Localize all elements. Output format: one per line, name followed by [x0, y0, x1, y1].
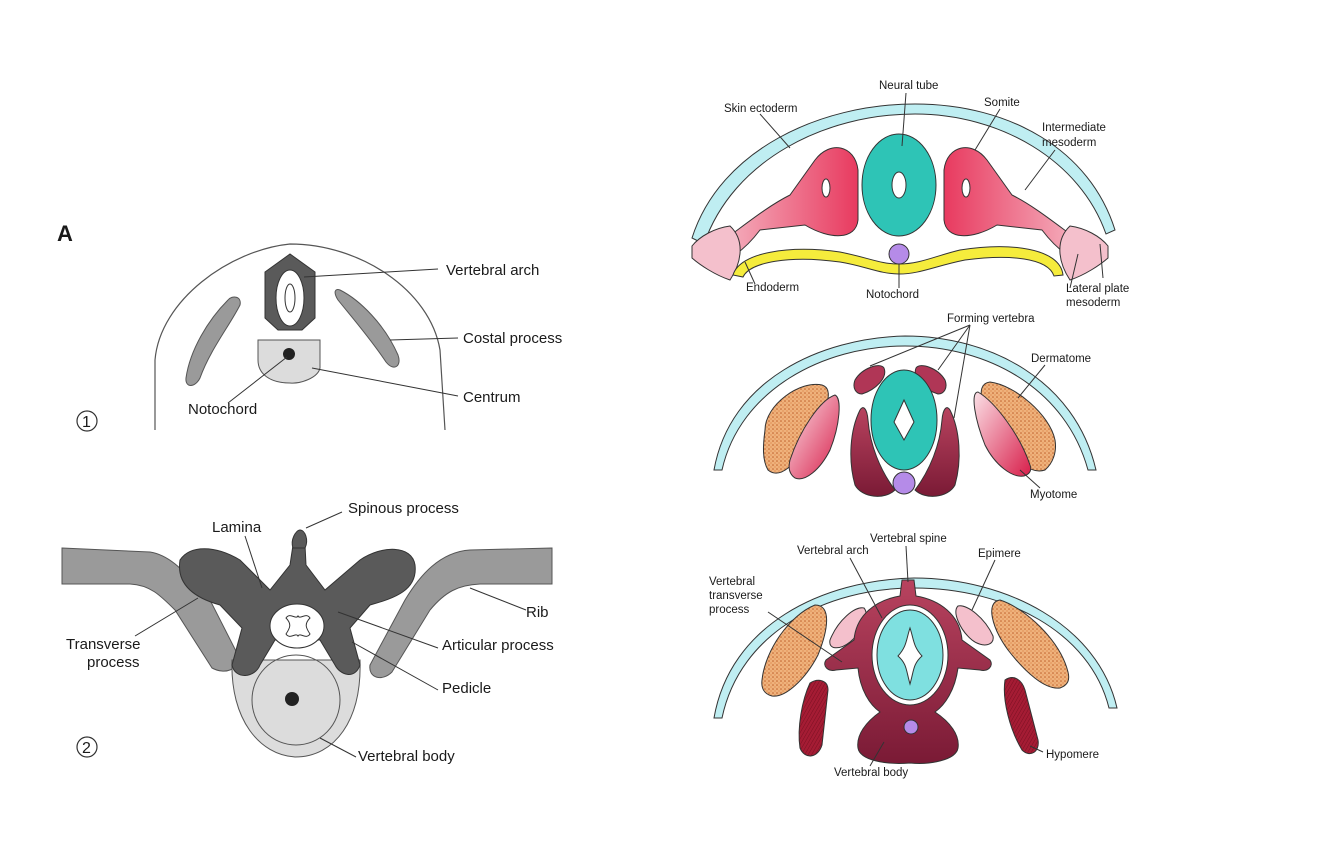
notochord-circle-2 [892, 471, 916, 495]
spinal-cord-glyph [285, 614, 311, 638]
label-lateral-plate-1: Lateral plate [1066, 283, 1129, 295]
forming-vertebra-right [914, 407, 960, 497]
label-costal-process: Costal process [463, 330, 562, 347]
number-circle-2 [76, 736, 98, 758]
skin-ectoderm-band-2 [713, 335, 1097, 471]
dermatome-right-3 [991, 599, 1070, 689]
label-notochord-1: Notochord [866, 289, 919, 301]
lateral-plate-right [1059, 225, 1109, 281]
skin-ectoderm-band-3 [713, 577, 1118, 719]
label-vertebral-arch-3: Vertebral arch [797, 545, 869, 557]
label-vertebral-transverse-process-1: Vertebral [709, 576, 755, 588]
label-neural-tube: Neural tube [879, 80, 938, 92]
diagram-1: Vertebral arch Costal process Centrum No… [76, 243, 562, 432]
label-transverse-process-1: Transverse [66, 636, 140, 653]
central-canal-glyph [897, 626, 923, 686]
label-vertebral-spine: Vertebral spine [870, 533, 947, 545]
endoderm-band [732, 246, 1064, 278]
label-rib: Rib [526, 604, 549, 621]
label-dermatome: Dermatome [1031, 353, 1091, 365]
dermatome-left-3 [761, 604, 828, 697]
label-skin-ectoderm: Skin ectoderm [724, 103, 798, 115]
label-somite: Somite [984, 97, 1020, 109]
label-myotome: Myotome [1030, 489, 1077, 501]
label-pedicle: Pedicle [442, 680, 491, 697]
label-lateral-plate-2: mesoderm [1066, 297, 1120, 309]
myotome-right [973, 391, 1032, 477]
hypomere-left [798, 679, 829, 757]
notochord-dot [283, 348, 295, 360]
label-vertebral-arch: Vertebral arch [446, 262, 539, 279]
label-spinous-process: Spinous process [348, 500, 459, 517]
costal-process-right [334, 289, 400, 368]
label-hypomere: Hypomere [1046, 749, 1099, 761]
costal-process-left [185, 296, 241, 386]
label-vertebral-transverse-process-2: transverse [709, 590, 763, 602]
label-forming-vertebra: Forming vertebra [947, 313, 1035, 325]
label-lamina: Lamina [212, 519, 262, 536]
stage-2: Forming vertebra Dermatome Myotome [713, 313, 1097, 501]
neural-canal [275, 269, 305, 327]
label-notochord: Notochord [188, 401, 257, 418]
notochord-remnant [285, 692, 299, 706]
hypomere-right [1003, 677, 1039, 755]
label-intermediate-mesoderm-2: mesoderm [1042, 137, 1096, 149]
rib-right [369, 547, 553, 679]
epimere-right [955, 605, 994, 646]
notochord-circle-3 [903, 719, 919, 735]
label-centrum: Centrum [463, 389, 521, 406]
somite-left [699, 147, 859, 266]
body-outline [154, 243, 446, 431]
panel-label: A [57, 221, 73, 246]
lateral-plate-left [691, 225, 741, 281]
diagram-1-number: 1 [82, 414, 91, 431]
diagram-2-number: 2 [82, 740, 91, 757]
stage-1: Neural tube Skin ectoderm Somite Interme… [691, 80, 1129, 309]
label-vertebral-body: Vertebral body [358, 748, 455, 765]
notochord-circle-1 [888, 243, 910, 265]
diagram-2: Spinous process Lamina Rib Transverse pr… [61, 500, 554, 765]
label-transverse-process-2: process [87, 654, 140, 671]
myotome-left [788, 394, 840, 480]
forming-vertebra-left-top [853, 365, 886, 395]
label-vertebral-body-3: Vertebral body [834, 767, 908, 779]
label-vertebral-transverse-process-3: process [709, 604, 750, 616]
label-articular-process: Articular process [442, 637, 554, 654]
skin-ectoderm-band [691, 103, 1116, 245]
label-intermediate-mesoderm-1: Intermediate [1042, 122, 1106, 134]
stage-3: Vertebral spine Vertebral arch Epimere V… [709, 533, 1118, 779]
centrum-shape [257, 339, 321, 384]
label-epimere: Epimere [978, 548, 1021, 560]
spinous-process-tip [291, 529, 308, 549]
number-circle-1 [76, 410, 98, 432]
vertebral-body-shape [231, 659, 361, 758]
label-endoderm: Endoderm [746, 282, 799, 294]
